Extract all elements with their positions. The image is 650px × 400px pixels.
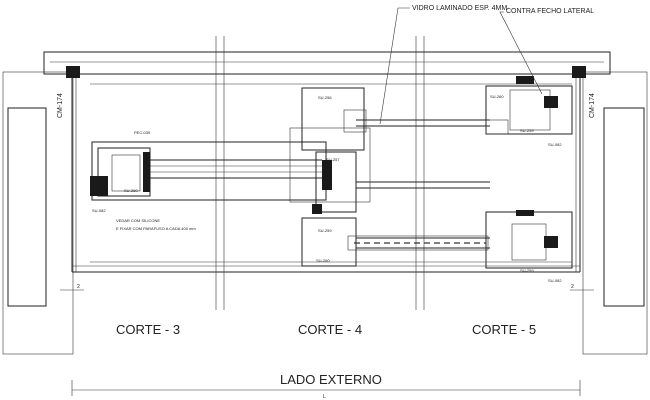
part-label: SU-082 <box>548 278 562 283</box>
sash-corte-3 <box>90 141 327 201</box>
section-dividers <box>215 36 425 310</box>
corte-5-label: CORTE - 5 <box>472 322 536 337</box>
part-label: SU-260 <box>316 258 330 263</box>
part-label: SU-259 <box>520 128 534 133</box>
part-label: SU-259 <box>318 228 332 233</box>
dashed-band <box>347 235 489 251</box>
sash-corte-5 <box>485 76 573 269</box>
profile-label-right: CM-174 <box>589 93 596 118</box>
sash-corte-4 <box>289 87 490 267</box>
part-label: SU-257 <box>326 157 340 162</box>
glass-annotation: VIDRO LAMINADO ESP. 4MM <box>412 5 507 12</box>
part-label: SU-082 <box>548 142 562 147</box>
part-label: SU-260 <box>124 188 138 193</box>
part-label: SU-082 <box>92 208 106 213</box>
window-frame <box>43 51 611 273</box>
gap-label-right: 2 <box>571 284 574 290</box>
dimension-line <box>60 289 594 396</box>
part-label: SU-256 <box>318 95 332 100</box>
part-label: SU-259 <box>520 268 534 273</box>
left-wall <box>2 71 74 355</box>
corte-4-label: CORTE - 4 <box>298 322 362 337</box>
right-wall <box>582 71 648 355</box>
fix-note: E FIXAR COM PARAFUSO A CADA 400 mm <box>116 226 196 231</box>
dimension-label: L <box>323 394 326 400</box>
part-label: PEC-039 <box>134 130 151 135</box>
annotation-leaders <box>379 7 543 125</box>
profile-label-left: CM-174 <box>57 93 64 118</box>
exterior-side-label: LADO EXTERNO <box>280 372 382 387</box>
seal-note: VEDAR COM SILICONE <box>116 218 160 223</box>
gap-label-left: 2 <box>77 284 80 290</box>
part-label: SU-260 <box>490 94 504 99</box>
lock-annotation: CONTRA FECHO LATERAL <box>506 8 594 15</box>
corte-3-label: CORTE - 3 <box>116 322 180 337</box>
